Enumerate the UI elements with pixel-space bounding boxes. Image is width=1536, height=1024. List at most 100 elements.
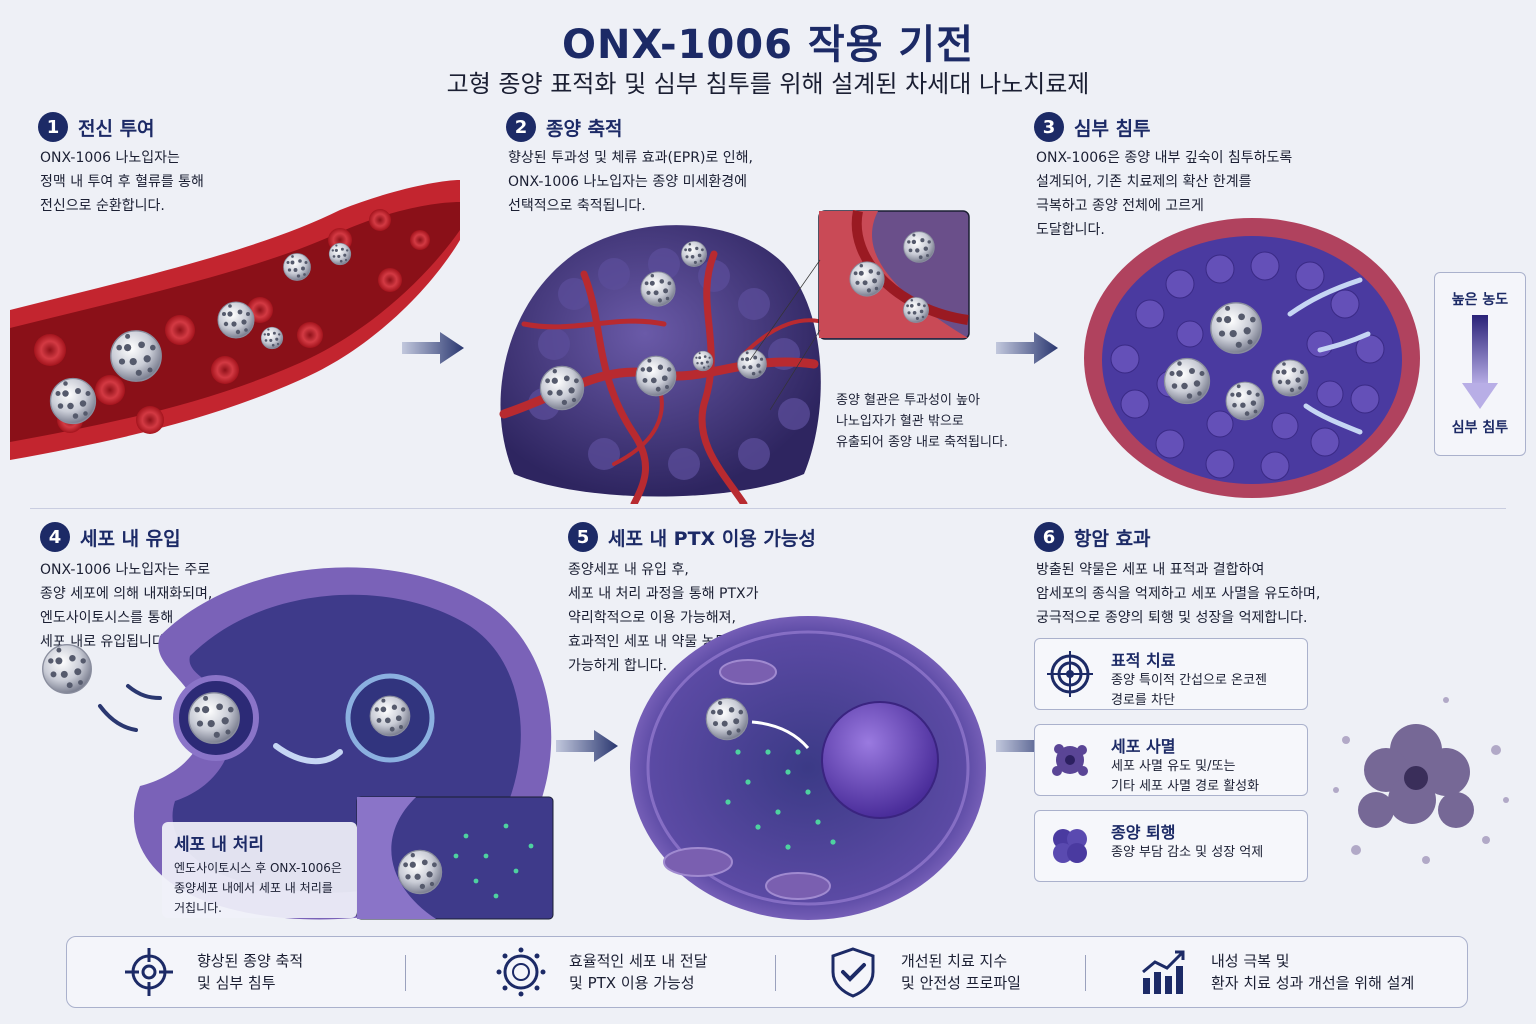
effect-line: 세포 사멸 유도 및/또는 (1111, 759, 1236, 774)
benefit-line: 및 심부 침투 (197, 974, 276, 992)
step-1-title: 전신 투여 (78, 117, 155, 140)
step-2-line: ONX-1006 나노입자는 종양 미세환경에 (508, 174, 747, 190)
step-6-number: 6 (1034, 522, 1064, 552)
effect-line: 종양 특이적 간섭으로 온코젠 (1111, 673, 1267, 688)
drug-release-inset (356, 796, 554, 920)
leak-note-line: 나노입자가 혈관 밖으로 (836, 414, 964, 429)
shield-check-icon (831, 947, 875, 998)
released-drug-particles (453, 823, 534, 899)
step-5-number: 5 (568, 522, 598, 552)
effect-text: 종양 부담 감소 및 성장 억제 (1111, 843, 1263, 863)
effect-targeted-therapy: 표적 치료 종양 특이적 간섭으로 온코젠 경로를 차단 (1034, 638, 1308, 710)
section-divider (30, 508, 1506, 509)
benefit-outcomes: 내성 극복 및 환자 치료 성과 개선을 위해 설계 (1137, 937, 1414, 1007)
ptx-drug-particles (725, 749, 836, 850)
step-1-description: ONX-1006 나노입자는 정맥 내 투여 후 혈류를 통해 전신으로 순환합… (40, 146, 204, 218)
step-4-line: ONX-1006 나노입자는 주로 (40, 562, 211, 578)
step-1-heading: 1 전신 투여 (38, 112, 155, 142)
nanoparticle-icon (496, 947, 546, 997)
inset-callout-lines (749, 259, 821, 411)
cell-nucleus (821, 701, 939, 819)
effect-tumor-regression: 종양 퇴행 종양 부담 감소 및 성장 억제 (1034, 810, 1308, 882)
step-2-description: 향상된 투과성 및 체류 효과(EPR)로 인해, ONX-1006 나노입자는… (508, 146, 753, 218)
benefit-text: 효율적인 세포 내 전달 및 PTX 이용 가능성 (569, 950, 708, 994)
dying-tumor-illustration (1333, 697, 1509, 864)
flow-arrow-1-2 (402, 332, 464, 364)
benefit-text: 향상된 종양 축적 및 심부 침투 (197, 950, 303, 994)
step-1-line: 정맥 내 투여 후 혈류를 통해 (40, 174, 204, 190)
intracellular-processing-callout: 세포 내 처리 엔도사이토시스 후 ONX-1006은 종양세포 내에서 세포 … (162, 822, 357, 918)
target-icon (1047, 651, 1093, 697)
step-2-number: 2 (506, 112, 536, 142)
step-6-line: 방출된 약물은 세포 내 표적과 결합하여 (1036, 562, 1265, 578)
tumor-cross-section-illustration (1084, 218, 1420, 498)
gradient-top-label: 높은 농도 (1451, 292, 1509, 308)
benefits-bar: 향상된 종양 축적 및 심부 침투 효율적인 세포 내 전달 및 PTX 이용 … (66, 936, 1468, 1008)
benefit-line: 환자 치료 성과 개선을 위해 설계 (1211, 974, 1415, 992)
vessel-leak-note: 종양 혈관은 투과성이 높아 나노입자가 혈관 밖으로 유출되어 종양 내로 축… (836, 390, 1008, 453)
benefit-text: 내성 극복 및 환자 치료 성과 개선을 위해 설계 (1211, 950, 1414, 994)
leak-note-line: 종양 혈관은 투과성이 높아 (836, 393, 980, 408)
step-1-number: 1 (38, 112, 68, 142)
step-4-number: 4 (40, 522, 70, 552)
gradient-down-arrow (1462, 315, 1498, 409)
step-4-title: 세포 내 유입 (80, 527, 181, 550)
penetration-arrows (1287, 277, 1371, 435)
internalized-endosome (345, 673, 435, 763)
effect-line: 경로를 차단 (1111, 693, 1175, 708)
benefit-text: 개선된 치료 지수 및 안전성 프로파일 (901, 950, 1021, 994)
step-5-line: 약리학적으로 이용 가능해져, (568, 610, 736, 626)
endosome-invagination (173, 675, 259, 761)
step-5-title: 세포 내 PTX 이용 가능성 (608, 527, 816, 550)
step-6-line: 궁극적으로 종양의 퇴행 및 성장을 억제합니다. (1036, 610, 1308, 626)
step-3-title: 심부 침투 (1074, 117, 1151, 140)
intracellular-processing-title: 세포 내 처리 (174, 835, 265, 855)
step-5-line: 효과적인 세포 내 약물 농도를 (568, 634, 741, 650)
intracellular-line: 종양세포 내에서 세포 내 처리를 (174, 881, 333, 895)
effect-apoptosis: 세포 사멸 세포 사멸 유도 및/또는 기타 세포 사멸 경로 활성화 (1034, 724, 1308, 796)
step-5-line: 종양세포 내 유입 후, (568, 562, 689, 578)
benefit-separator (1085, 955, 1086, 991)
intracellular-nanoparticle (705, 697, 749, 741)
page-subtitle: 고형 종양 표적화 및 심부 침투를 위해 설계된 차세대 나노치료제 (446, 70, 1090, 98)
step-1-line: 전신으로 순환합니다. (40, 198, 165, 214)
effect-title: 세포 사멸 (1111, 737, 1176, 756)
crosshair-icon (125, 948, 173, 996)
blood-vessel-illustration (10, 180, 460, 460)
concentration-gradient-legend: 높은 농도 심부 침투 (1434, 272, 1526, 456)
step-6-line: 암세포의 종식을 억제하고 세포 사멸을 유도하며, (1036, 586, 1321, 602)
step-3-line: 극복하고 종양 전체에 고르게 (1036, 198, 1204, 214)
benefit-safety: 개선된 치료 지수 및 안전성 프로파일 (827, 937, 1021, 1007)
intracellular-line: 거칩니다. (174, 901, 222, 915)
benefit-accumulation: 향상된 종양 축적 및 심부 침투 (123, 937, 303, 1007)
step-3-description: ONX-1006은 종양 내부 깊숙이 침투하도록 설계되어, 기존 치료제의 … (1036, 146, 1292, 242)
step-2-line: 향상된 투과성 및 체류 효과(EPR)로 인해, (508, 150, 753, 166)
intracellular-line: 엔도사이토시스 후 ONX-1006은 (174, 861, 342, 875)
benefit-line: 향상된 종양 축적 (197, 952, 304, 970)
step-3-heading: 3 심부 침투 (1034, 112, 1151, 142)
step-6-heading: 6 항암 효과 (1034, 522, 1151, 552)
flow-arrow-2-3 (996, 332, 1058, 364)
mitochondria (663, 659, 831, 900)
vessel-zoom-inset (818, 210, 970, 340)
effect-line: 종양 부담 감소 및 성장 억제 (1111, 845, 1264, 860)
benefit-line: 개선된 치료 지수 (901, 952, 1008, 970)
tumor-cells-icon (1053, 829, 1087, 863)
step-4-line: 엔도사이토시스를 통해 (40, 610, 174, 626)
release-arrow (751, 720, 810, 749)
step-2-title: 종양 축적 (546, 117, 623, 140)
step-6-title: 항암 효과 (1074, 527, 1151, 550)
leak-note-line: 유출되어 종양 내로 축적됩니다. (836, 435, 1009, 450)
page-title: ONX-1006 작용 기전 (561, 22, 975, 68)
gradient-bottom-label: 심부 침투 (1451, 420, 1509, 436)
step-5-line: 가능하게 합니다. (568, 658, 668, 674)
effect-text: 종양 특이적 간섭으로 온코젠 경로를 차단 (1111, 671, 1267, 711)
apoptosis-cell-icon (1052, 744, 1088, 776)
step-4-line: 종양 세포에 의해 내재화되며, (40, 586, 213, 602)
step-3-line: 설계되어, 기존 치료제의 확산 한계를 (1036, 174, 1252, 190)
step-3-line: 도달합니다. (1036, 222, 1105, 238)
uptake-arrows (98, 684, 162, 732)
trafficking-arrow (273, 743, 343, 765)
benefit-line: 내성 극복 및 (1211, 952, 1290, 970)
drug-release-cell-illustration (630, 616, 986, 920)
